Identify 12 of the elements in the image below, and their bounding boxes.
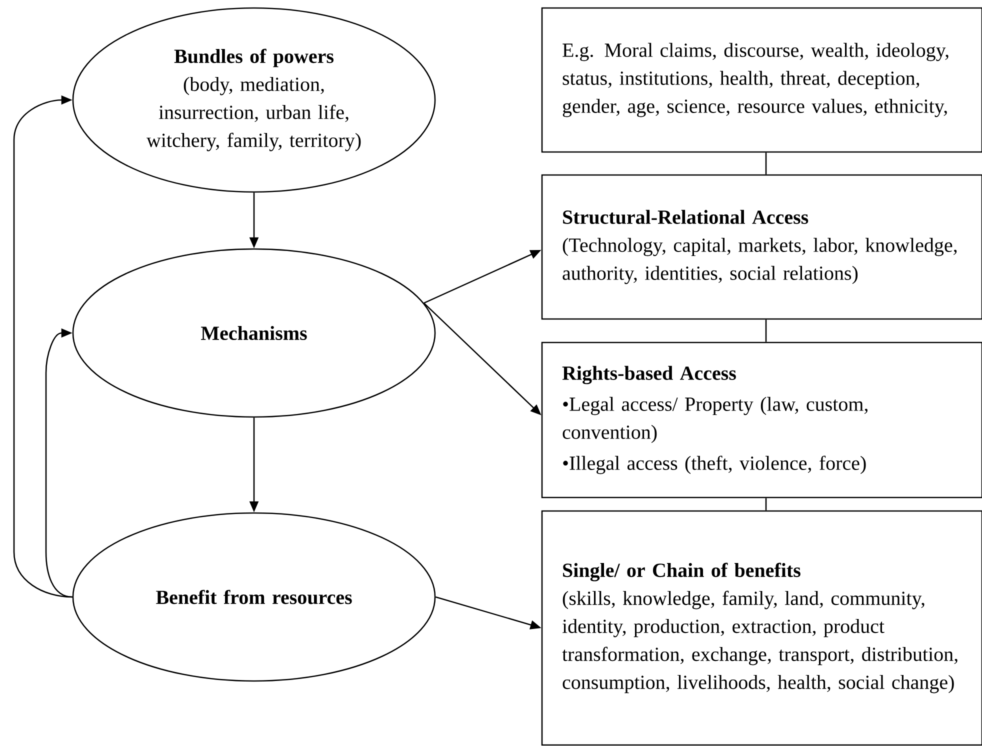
- ellipse-node: Mechanisms: [72, 248, 436, 418]
- arrow: [45, 328, 72, 598]
- text-box: Rights-based Access •Legal access/ Property (law, custom, convention) •Illegal access (theft, violence, force): [541, 342, 982, 498]
- connector-line: [765, 498, 767, 510]
- text-box: Single/ or Chain of benefits (skills, knowledge, family, land, community, identity, production, extraction, product transformation, exchange, transport, distribution, consumption, livelihoods, health, social change): [541, 510, 982, 746]
- arrow: [13, 95, 72, 598]
- text-box: E.g. Moral claims, discourse, wealth, ideology, status, institutions, health, threat, deception, gender, age, science, resource values, ethnicity,: [541, 7, 982, 153]
- connector-line: [765, 320, 767, 342]
- text-box: Structural-Relational Access (Technology, capital, markets, labor, knowledge, authority, identities, social relations): [541, 174, 982, 320]
- connector-line: [765, 152, 767, 174]
- ellipse-node: Bundles of powers (body, mediation, insurrection, urban life, witchery, family, territory): [72, 7, 436, 193]
- ellipse-node: Benefit from resources: [72, 512, 436, 682]
